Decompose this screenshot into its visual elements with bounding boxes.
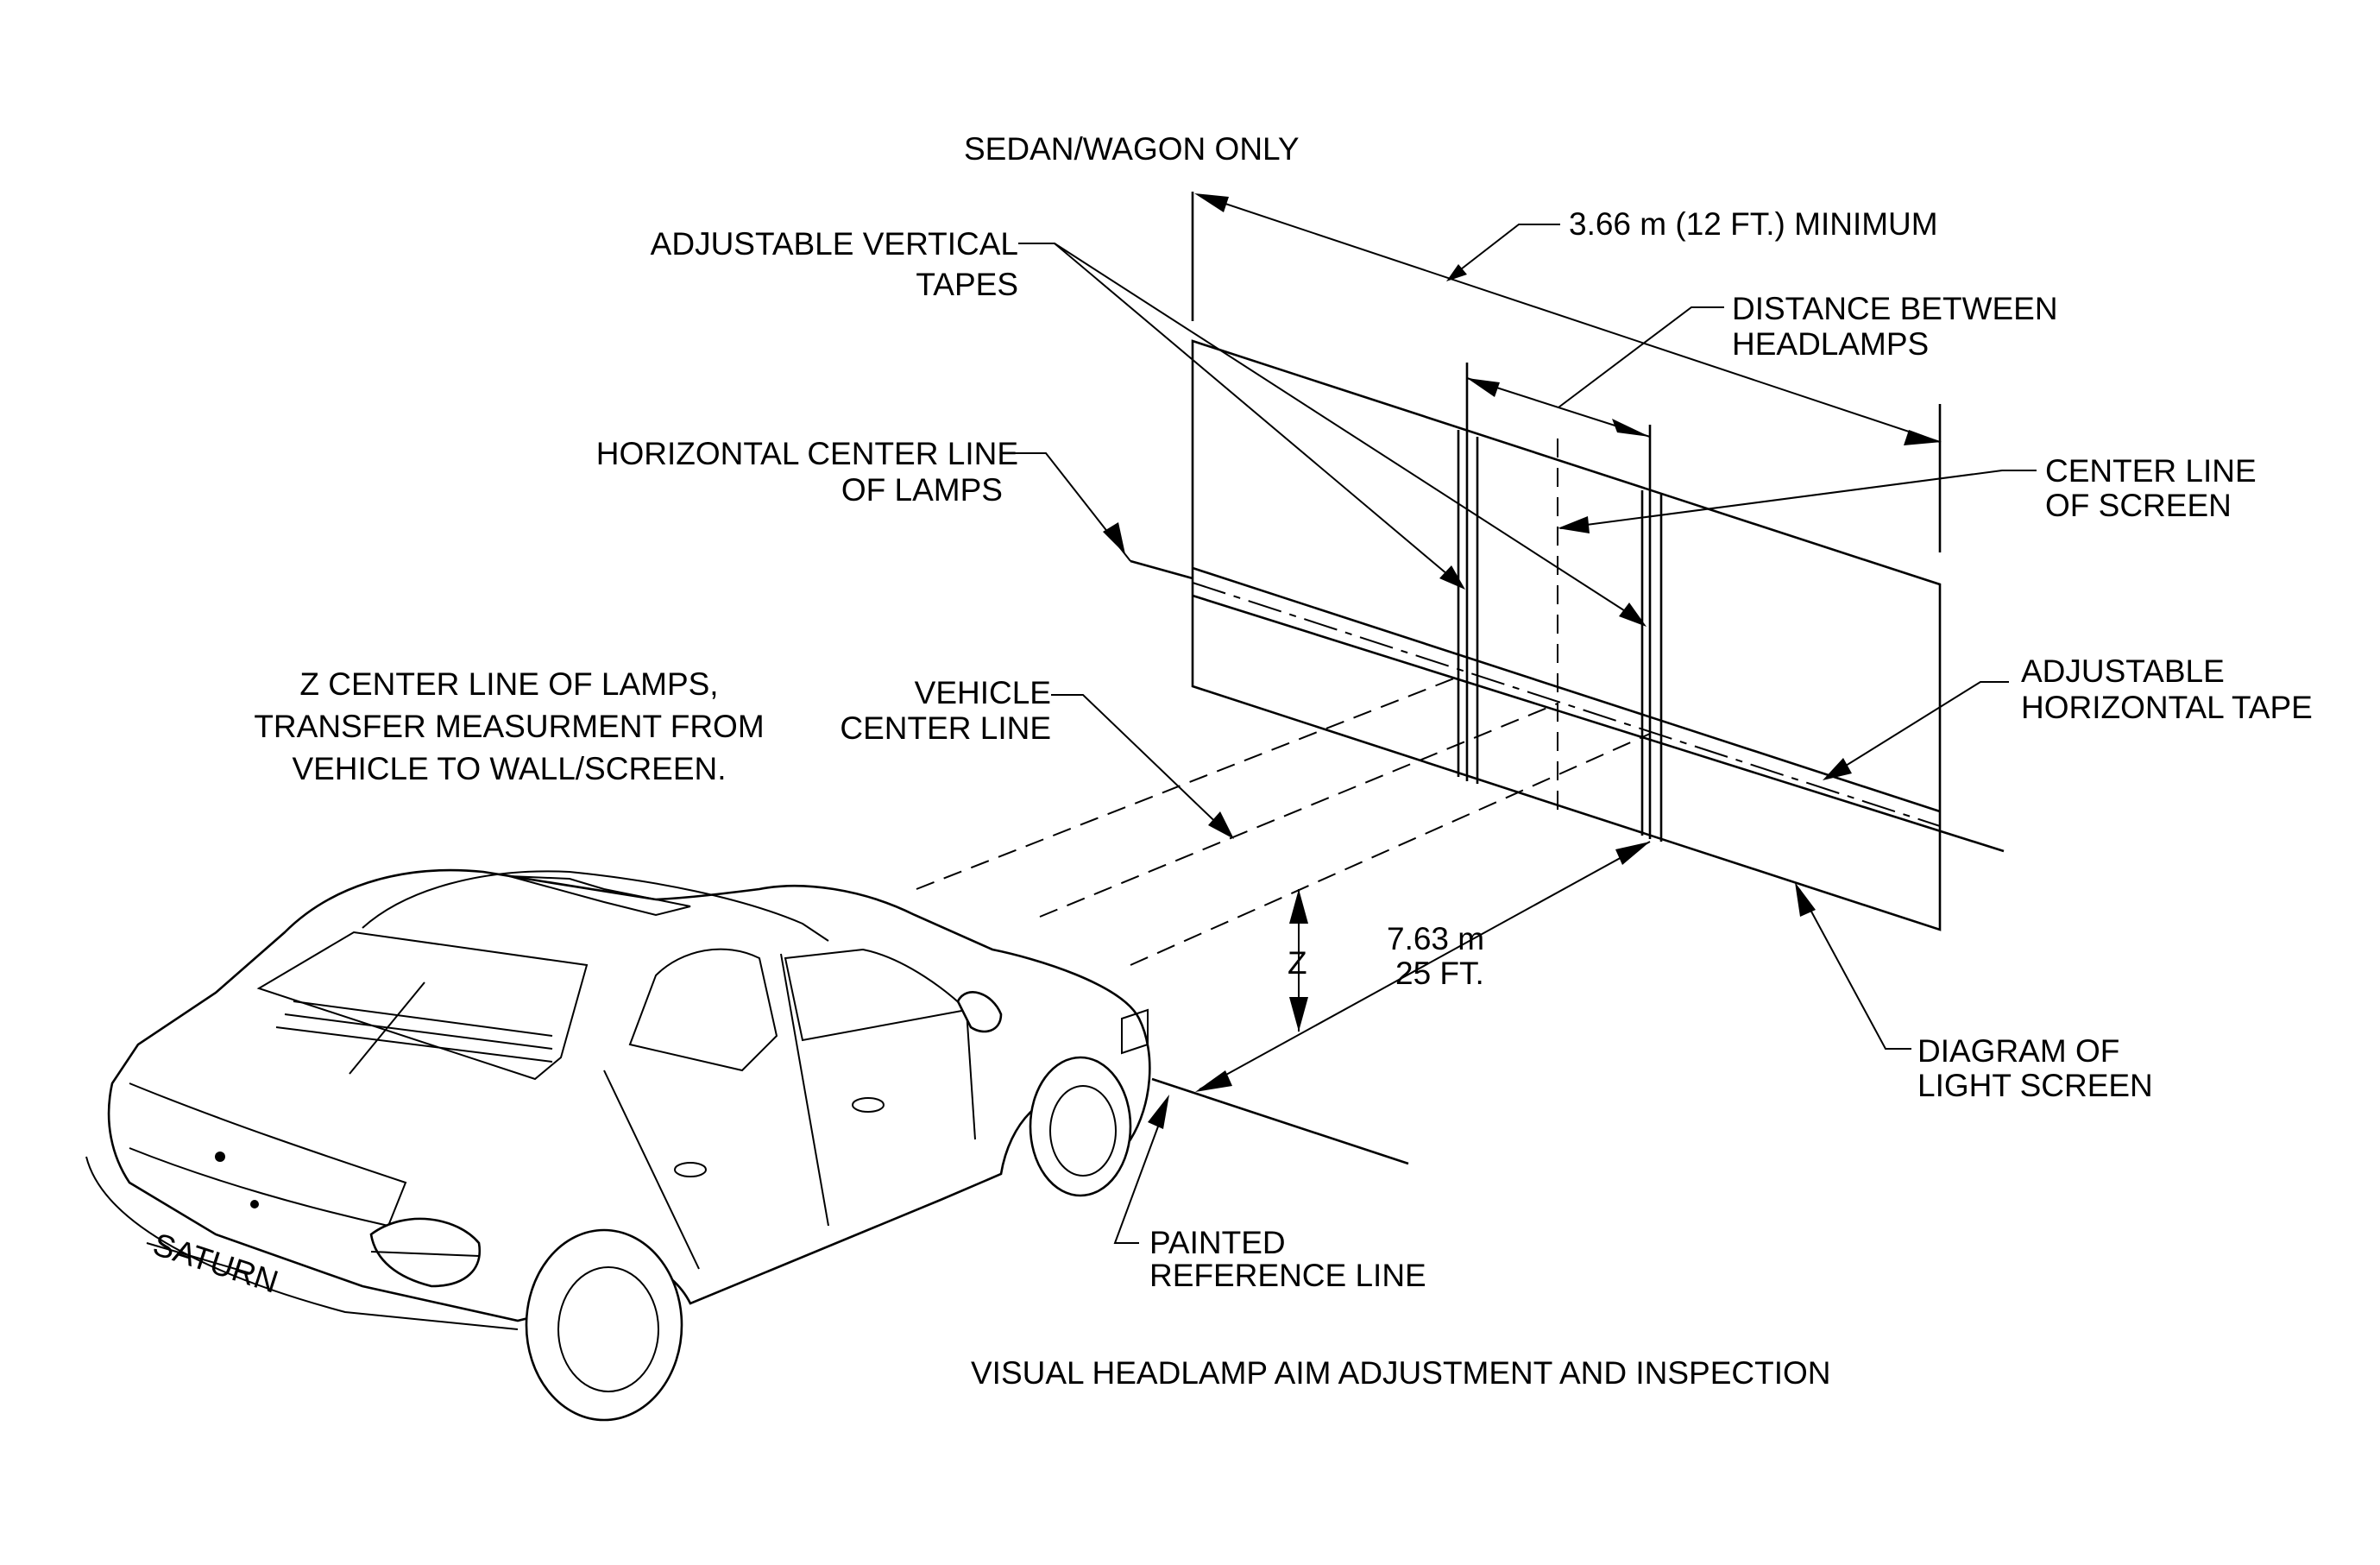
distance-metric-label: 7.63 m [1387,921,1484,956]
distance-headlamps-label-2: HEADLAMPS [1732,326,1929,362]
diagram-screen-label-1: DIAGRAM OF [1917,1033,2119,1069]
vehicle-center-leader [1051,694,1234,839]
labels: SEDAN/WAGON ONLY 3.66 m (12 FT.) MINIMUM… [254,131,2313,1391]
z-center-label-1: Z CENTER LINE OF LAMPS, [299,666,718,702]
distance-dimension [1195,841,1651,1092]
z-dimension [1289,889,1308,1032]
center-screen-label-1: CENTER LINE [2045,453,2257,489]
adj-horizontal-label-1: ADJUSTABLE [2021,653,2225,689]
z-center-label-3: VEHICLE TO WALL/SCREEN. [292,751,726,786]
adj-vertical-label-2: TAPES [916,267,1018,302]
z-center-label-2: TRANSFER MEASURMENT FROM [254,709,764,744]
horiz-center-leader [1003,452,1131,562]
diagram-screen-leader [1795,882,1911,1050]
center-screen-label-2: OF SCREEN [2045,488,2232,523]
painted-reference-line [1113,1077,1409,1244]
caption: VISUAL HEADLAMP AIM ADJUSTMENT AND INSPE… [971,1355,1831,1391]
painted-ref-label-2: REFERENCE LINE [1149,1258,1426,1293]
distance-headlamps-label-1: DISTANCE BETWEEN [1732,291,2058,326]
minimum-distance-label: 3.66 m (12 FT.) MINIMUM [1569,206,1938,242]
minimum-dimension [1194,193,1942,445]
horiz-tape-leader [1823,681,2009,780]
vehicle-center-label-2: CENTER LINE [840,710,1051,746]
vertical-tape-leaders [1018,243,1646,627]
horiz-center-label-2: OF LAMPS [841,472,1003,508]
horiz-center-label-1: HORIZONTAL CENTER LINE [596,436,1018,471]
painted-ref-label-1: PAINTED [1149,1225,1286,1260]
headlamp-distance-dimension [1466,306,1724,438]
horizontal-tapes [1130,559,2005,853]
adj-horizontal-label-2: HORIZONTAL TAPE [2021,690,2313,725]
sedan-wagon-label: SEDAN/WAGON ONLY [964,131,1300,167]
center-screen-leader [1558,470,2037,533]
distance-feet-label: 25 FT. [1395,956,1484,991]
vehicle-center-label-1: VEHICLE [915,675,1051,710]
diagram-screen-label-2: LIGHT SCREEN [1917,1068,2153,1103]
car: SATURN [85,868,1151,1422]
vertical-tapes [1457,363,1663,842]
adj-vertical-label-1: ADJUSTABLE VERTICAL [651,226,1018,262]
projection-lines [916,676,1651,966]
z-mark-label: Z [1288,945,1307,981]
